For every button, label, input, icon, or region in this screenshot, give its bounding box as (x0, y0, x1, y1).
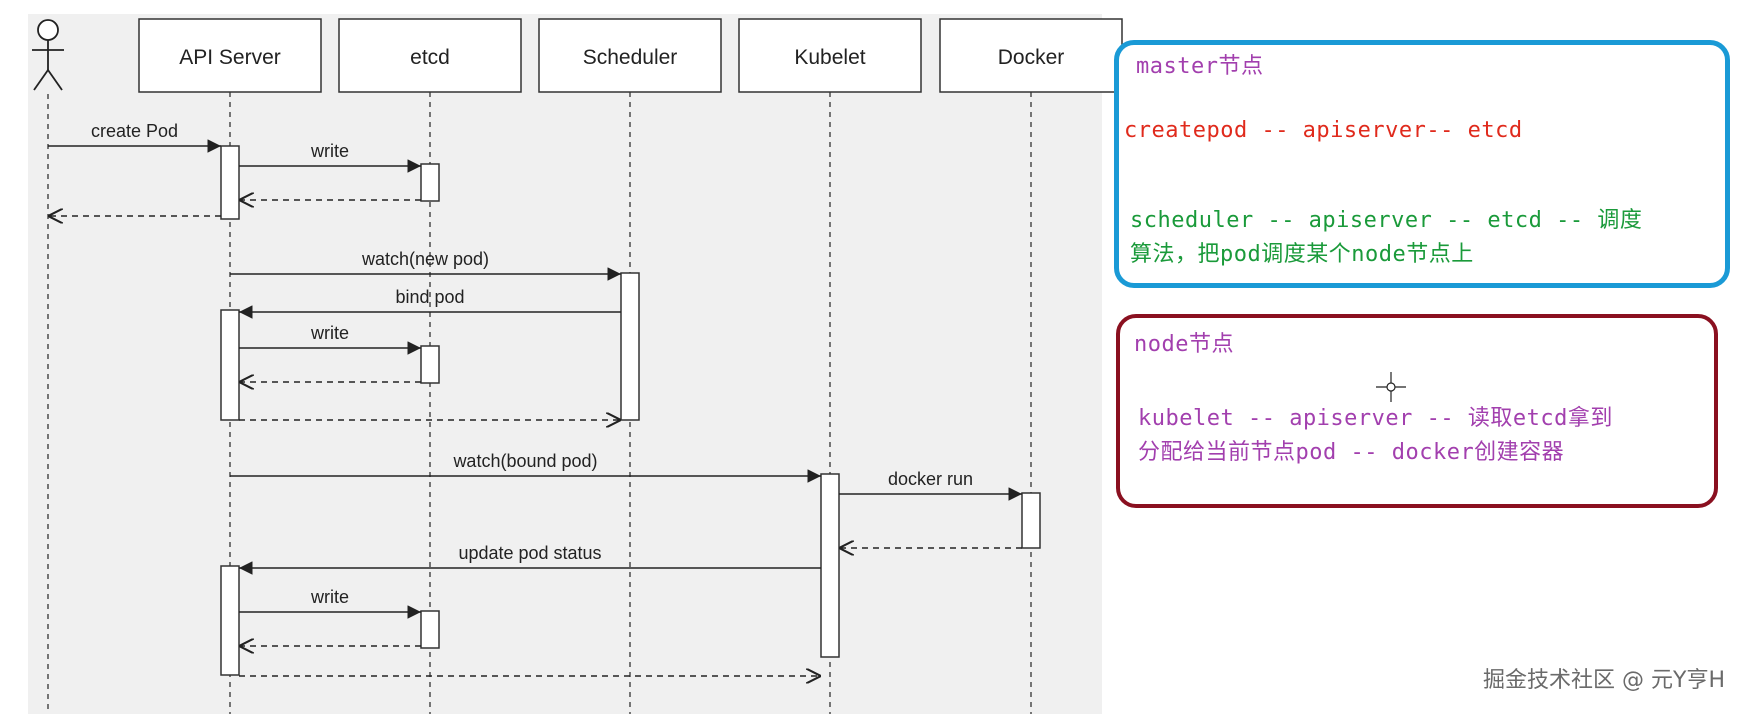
master-note-title: master节点 (1136, 54, 1264, 79)
activation-bar (220, 565, 240, 676)
master-note-line-createpod: createpod -- apiserver-- etcd (1124, 118, 1523, 143)
crosshair-cursor-icon (1376, 372, 1406, 402)
participant-label: Docker (998, 46, 1065, 69)
node-note-line-kubelet: kubelet -- apiserver -- 读取etcd拿到 (1138, 406, 1613, 431)
master-note-line-algorithm: 算法，把pod调度某个node节点上 (1130, 242, 1474, 267)
watermark: 掘金技术社区 @ 元Y亨H (1483, 668, 1725, 693)
activation-bar (1021, 492, 1041, 549)
participant-etcd: etcd (338, 18, 522, 93)
participant-scheduler: Scheduler (538, 18, 722, 93)
participant-label: etcd (410, 46, 450, 69)
message-label: watch(bound pod) (452, 451, 597, 471)
participant-label: API Server (179, 46, 281, 69)
message-label: write (310, 141, 349, 161)
actor-icon (32, 19, 64, 91)
master-note-line-scheduler: scheduler -- apiserver -- etcd -- 调度 (1130, 208, 1643, 233)
node-note (1116, 314, 1718, 508)
message-label: watch(new pod) (361, 249, 489, 269)
participant-api-server: API Server (138, 18, 322, 93)
participant-docker: Docker (939, 18, 1123, 93)
message-label: update pod status (458, 543, 601, 563)
message-label: docker run (888, 469, 973, 489)
message-label: bind pod (395, 287, 464, 307)
participant-label: Scheduler (583, 46, 678, 69)
node-note-line-docker: 分配给当前节点pod -- docker创建容器 (1138, 440, 1565, 465)
message-label: create Pod (91, 121, 178, 141)
participant-kubelet: Kubelet (738, 18, 922, 93)
node-note-title: node节点 (1134, 332, 1234, 357)
activation-bar (220, 145, 240, 220)
master-node-note (1114, 40, 1730, 288)
message-label: write (310, 323, 349, 343)
activation-bar (420, 345, 440, 384)
activation-bar (820, 473, 840, 658)
activation-bar (420, 163, 440, 202)
activation-bar (620, 272, 640, 421)
message-label: write (310, 587, 349, 607)
participant-label: Kubelet (794, 46, 865, 69)
activation-bar (220, 309, 240, 421)
activation-bar (420, 610, 440, 649)
